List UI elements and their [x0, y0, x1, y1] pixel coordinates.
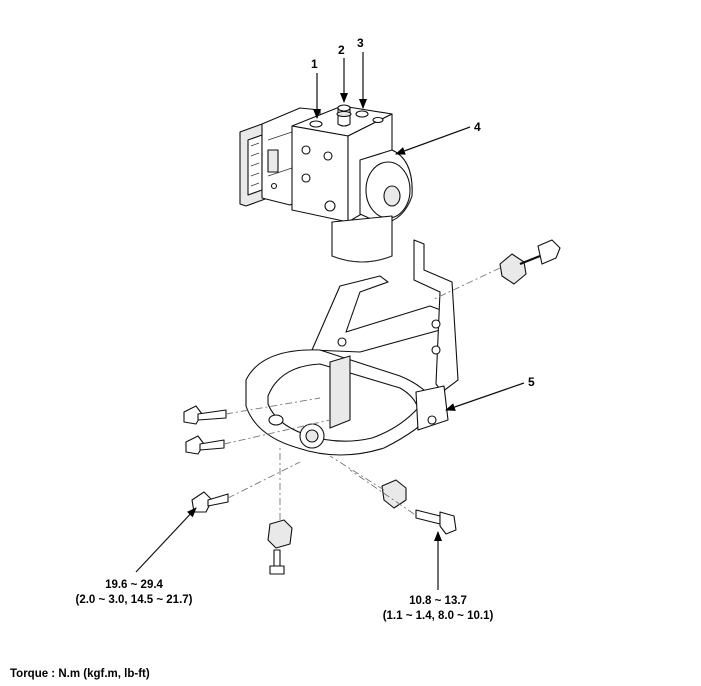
callout-number-2: 2: [338, 43, 345, 57]
fasteners: [183, 239, 561, 575]
torque-right-detail: (1.1 ~ 1.4, 8.0 ~ 10.1): [383, 610, 494, 622]
callout-number-5: 5: [528, 375, 535, 389]
torque-right-range: 10.8 ~ 13.7: [409, 595, 467, 607]
callout-number-3: 3: [357, 36, 364, 50]
assembly-centerlines: [223, 267, 501, 520]
callout-number-4: 4: [474, 120, 481, 134]
callout-number-1: 1: [311, 57, 318, 71]
callout-3: 3: [357, 36, 367, 109]
torque-left-range: 19.6 ~ 29.4: [105, 579, 163, 591]
callout-2: 2: [338, 43, 348, 103]
callout-5: 5: [445, 375, 535, 411]
mounting-bracket: [245, 239, 459, 456]
torque-unit-note: Torque : N.m (kgf.m, lb-ft): [10, 668, 150, 680]
torque-left-detail: (2.0 ~ 3.0, 14.5 ~ 21.7): [76, 594, 193, 606]
torque-left-leader: [135, 507, 197, 573]
callout-1: 1: [311, 57, 321, 119]
hecu-module: [239, 104, 413, 263]
callout-4: 4: [395, 120, 481, 155]
